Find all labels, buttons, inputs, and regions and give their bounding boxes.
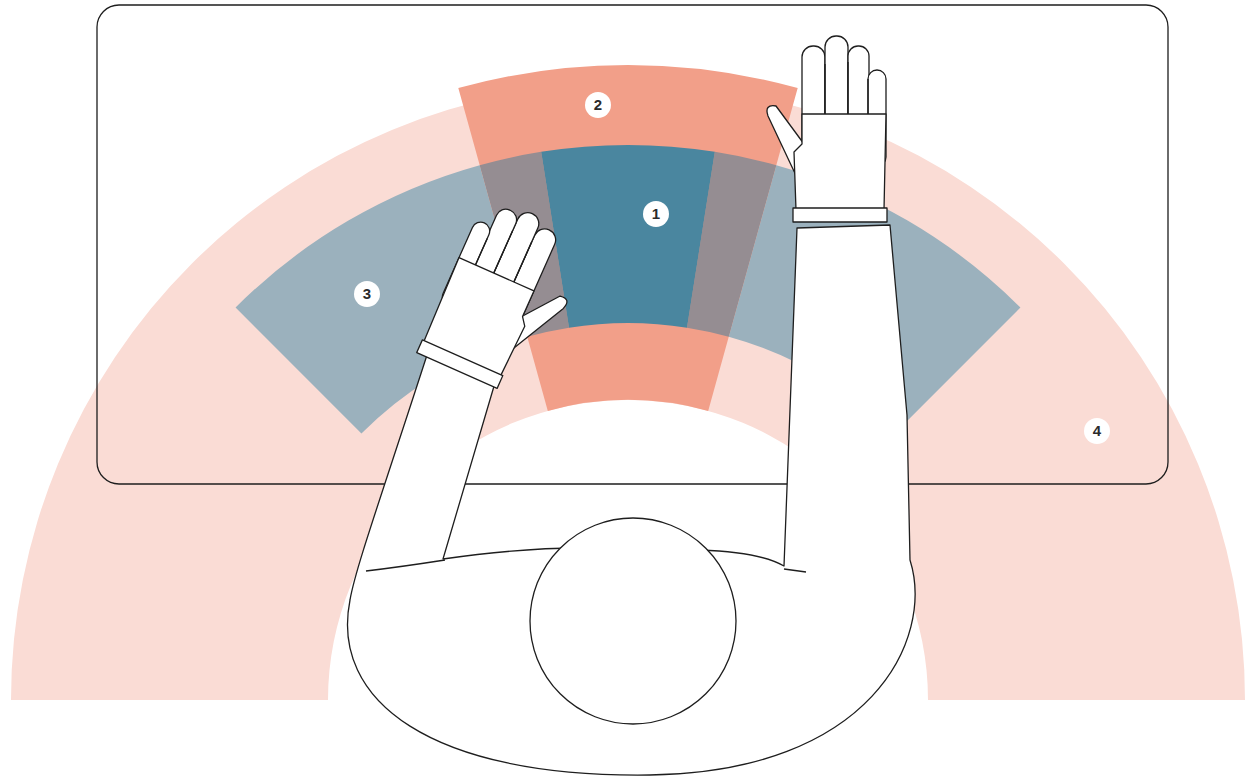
right-hand [767,36,887,222]
callout-number: 4 [1084,418,1110,444]
cuff [417,340,503,389]
person [348,36,916,775]
shoulder-line [366,560,445,571]
torso-and-arms [348,225,916,775]
cuff [793,208,887,222]
desk-outline [97,5,1168,484]
shoulder-line [784,569,806,572]
callout-number: 3 [354,281,380,307]
finger-line [825,62,868,114]
left-hand [417,194,595,401]
callout-number: 2 [585,92,611,118]
finger-line [475,223,532,282]
callout-number: 1 [643,201,669,227]
palm [794,114,886,210]
head [530,518,736,724]
